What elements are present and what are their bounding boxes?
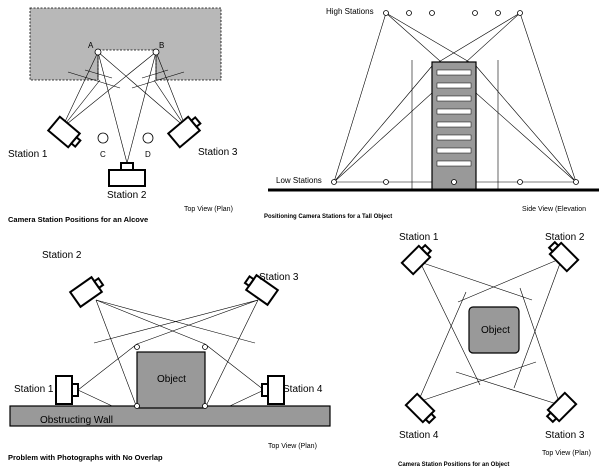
overlap-station-2-camera-icon [68, 275, 105, 309]
four-station-object-label: Object [481, 325, 510, 336]
overlap-station-1-label: Station 1 [14, 384, 54, 395]
tall-view-label: Side View (Elevation [522, 206, 586, 213]
alcove-caption: Camera Station Positions for an Alcove [8, 215, 148, 224]
overlap-view-label: Top View (Plan) [268, 443, 317, 450]
overlap-station-3-camera-icon [243, 273, 280, 307]
overlap-object-label: Object [157, 374, 186, 385]
four-station-object [468, 306, 520, 354]
alcove-station-3-label: Station 3 [198, 147, 238, 158]
tall-sight-lines [333, 12, 577, 190]
tall-object-panel: High Stations Low Stations Positioning C… [264, 7, 599, 220]
alcove-station-1-label: Station 1 [8, 149, 48, 160]
alcove-point-d-label: D [145, 150, 151, 159]
four-station-3-camera-icon [545, 391, 578, 424]
tall-low-stations-label: Low Stations [276, 176, 322, 185]
alcove-point-c-marker [97, 132, 109, 144]
overlap-object-corner-br [202, 403, 208, 409]
tall-object-windows [436, 69, 472, 167]
tall-low-station-markers [331, 179, 579, 185]
tall-high-stations-label: High Stations [326, 7, 374, 16]
overlap-station-4-label: Station 4 [283, 384, 323, 395]
no-overlap-panel: Station 2 Station 3 Station 1 Station 4 … [8, 250, 331, 462]
alcove-point-c-label: C [100, 150, 106, 159]
alcove-view-label: Top View (Plan) [184, 206, 233, 213]
alcove-point-a-label: A [88, 41, 94, 50]
alcove-station-2-camera-icon [108, 162, 146, 187]
alcove-station-1-camera-icon [46, 115, 82, 149]
overlap-caption: Problem with Photographs with No Overlap [8, 453, 163, 462]
overlap-station-1-camera-icon [55, 375, 79, 405]
overlap-station-4-camera-icon [261, 375, 285, 405]
overlap-object [136, 351, 206, 409]
four-station-4-camera-icon [404, 392, 437, 425]
overlap-sight-lines [77, 299, 265, 421]
four-station-panel: Station 1 Station 2 Station 4 Station 3 … [398, 232, 591, 468]
obstructing-wall-label: Obstructing Wall [40, 415, 113, 426]
four-station-2-label: Station 2 [545, 232, 585, 243]
alcove-panel: A B C D Station 1 Station 3 Station 2 Ca… [8, 7, 238, 224]
alcove-station-2-label: Station 2 [107, 190, 147, 201]
four-station-1-label: Station 1 [399, 232, 439, 243]
alcove-sight-lines [61, 51, 187, 164]
four-station-4-label: Station 4 [399, 430, 439, 441]
four-station-caption: Camera Station Positions for an Object [398, 462, 509, 468]
alcove-wall [29, 7, 222, 81]
tall-high-station-markers [383, 10, 523, 16]
four-station-sight-lines [417, 257, 563, 406]
alcove-point-b-marker [152, 48, 160, 56]
overlap-station-2-label: Station 2 [42, 250, 82, 261]
four-station-1-camera-icon [400, 243, 433, 276]
alcove-point-d-marker [142, 132, 154, 144]
overlap-object-corner-tl [134, 344, 140, 350]
overlap-object-corner-tr [202, 344, 208, 350]
four-station-2-camera-icon [547, 240, 580, 273]
alcove-point-b-label: B [159, 41, 164, 50]
overlap-station-3-label: Station 3 [259, 272, 299, 283]
tall-caption: Positioning Camera Stations for a Tall O… [264, 214, 392, 220]
alcove-point-a-marker [94, 48, 102, 56]
four-station-view-label: Top View (Plan) [542, 450, 591, 457]
alcove-station-3-camera-icon [166, 115, 202, 149]
overlap-object-corner-bl [134, 403, 140, 409]
four-station-3-label: Station 3 [545, 430, 585, 441]
